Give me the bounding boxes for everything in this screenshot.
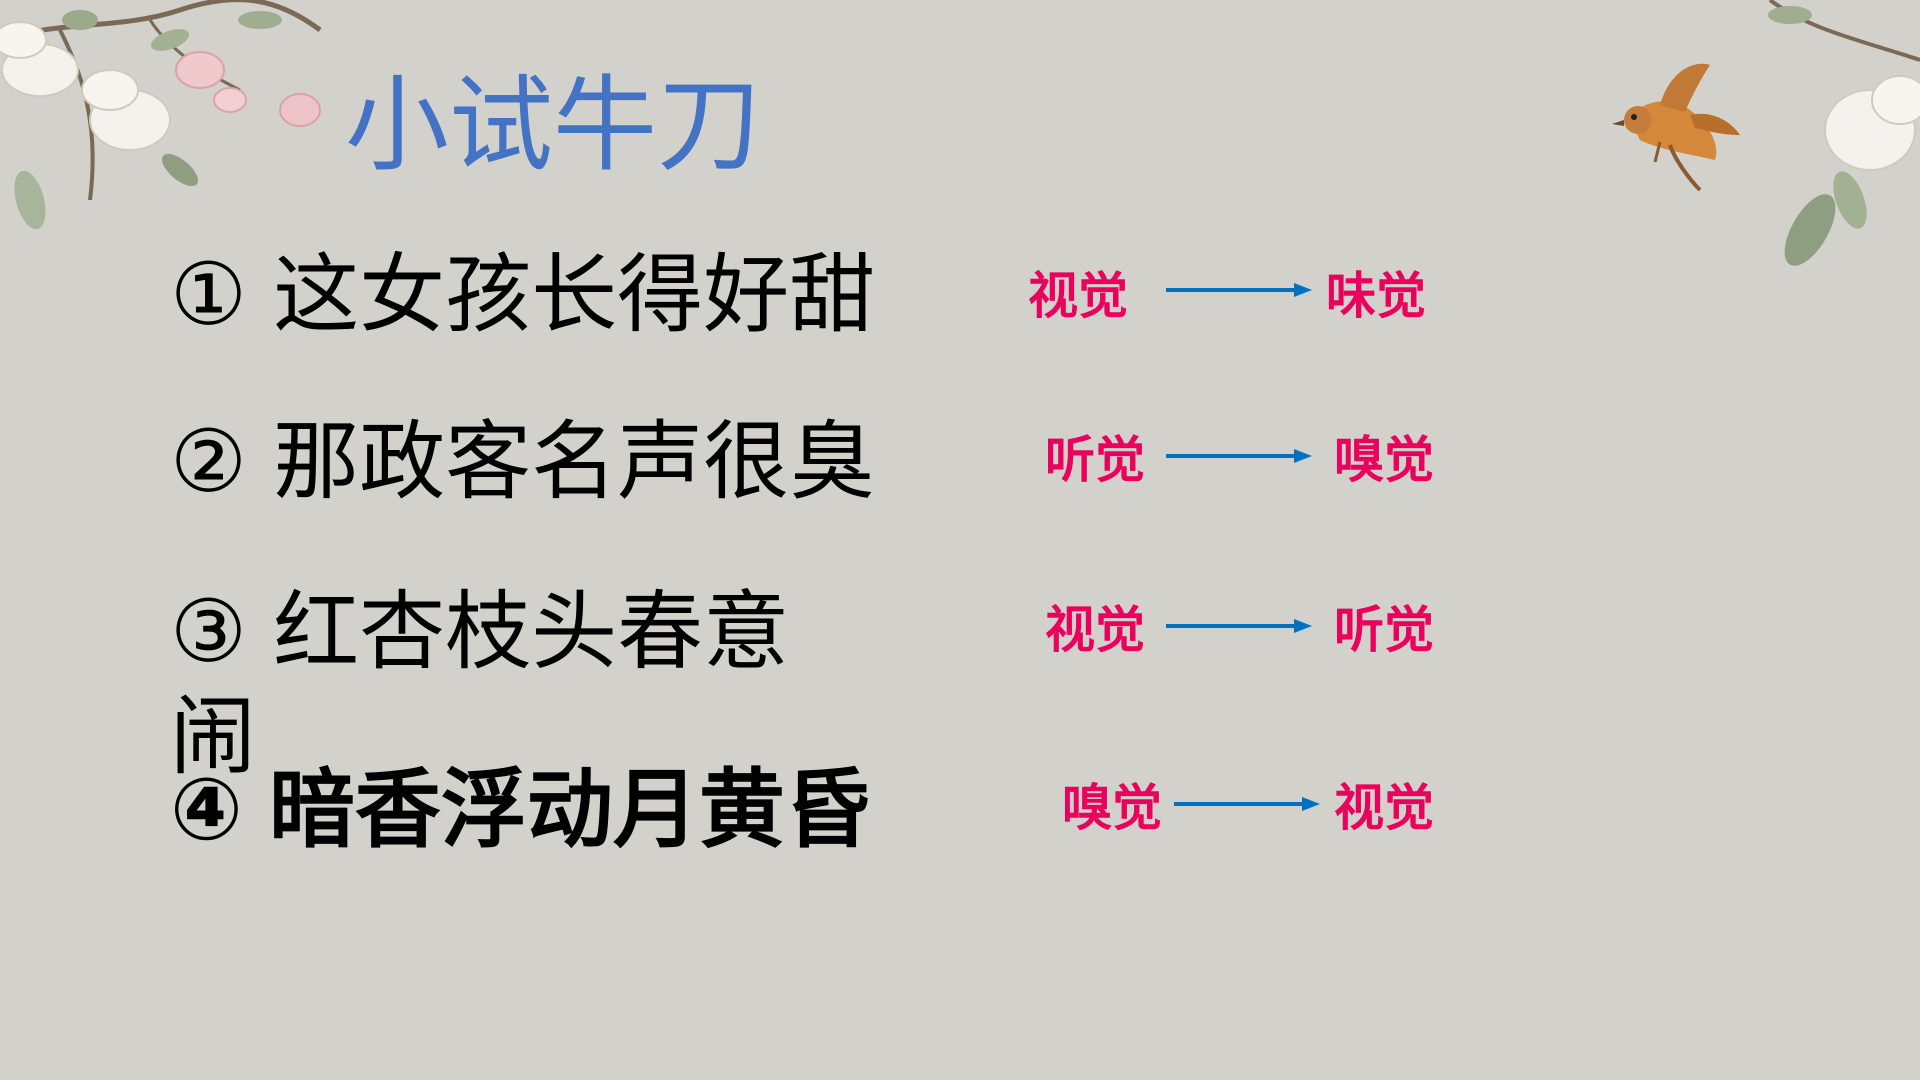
sense-to-1: 味觉 <box>1326 267 1426 325</box>
arrow-icon <box>1166 449 1312 463</box>
item-text: 那政客名声很臭 <box>273 412 876 512</box>
item-number: ① <box>170 245 248 345</box>
sense-to-3: 听觉 <box>1334 601 1434 659</box>
sense-from-4: 嗅觉 <box>1062 779 1162 837</box>
example-line-3-wrap: 闹 <box>170 685 256 789</box>
bird-illustration <box>1612 63 1740 192</box>
item-text: 这女孩长得好甜 <box>273 245 876 345</box>
item-text-wrap: 闹 <box>170 687 256 787</box>
sense-from-3: 视觉 <box>1045 601 1145 659</box>
item-number: ② <box>170 412 248 512</box>
sense-to-4: 视觉 <box>1334 779 1434 837</box>
slide-title: 小试牛刀 <box>345 64 762 186</box>
arrow-icon <box>1166 619 1312 633</box>
flower-branch-decoration-right <box>1768 0 1920 266</box>
sense-from-2: 听觉 <box>1045 431 1145 489</box>
flower-branch-decoration-left <box>0 0 322 230</box>
sense-from-1: 视觉 <box>1028 267 1128 325</box>
item-text: 暗香浮动月黄昏 <box>268 760 871 860</box>
item-number: ④ <box>170 760 243 860</box>
sense-to-2: 嗅觉 <box>1334 431 1434 489</box>
item-number: ③ <box>170 582 248 682</box>
arrow-icon <box>1174 797 1320 811</box>
item-text: 红杏枝头春意 <box>273 582 790 682</box>
arrow-icon <box>1166 283 1312 297</box>
